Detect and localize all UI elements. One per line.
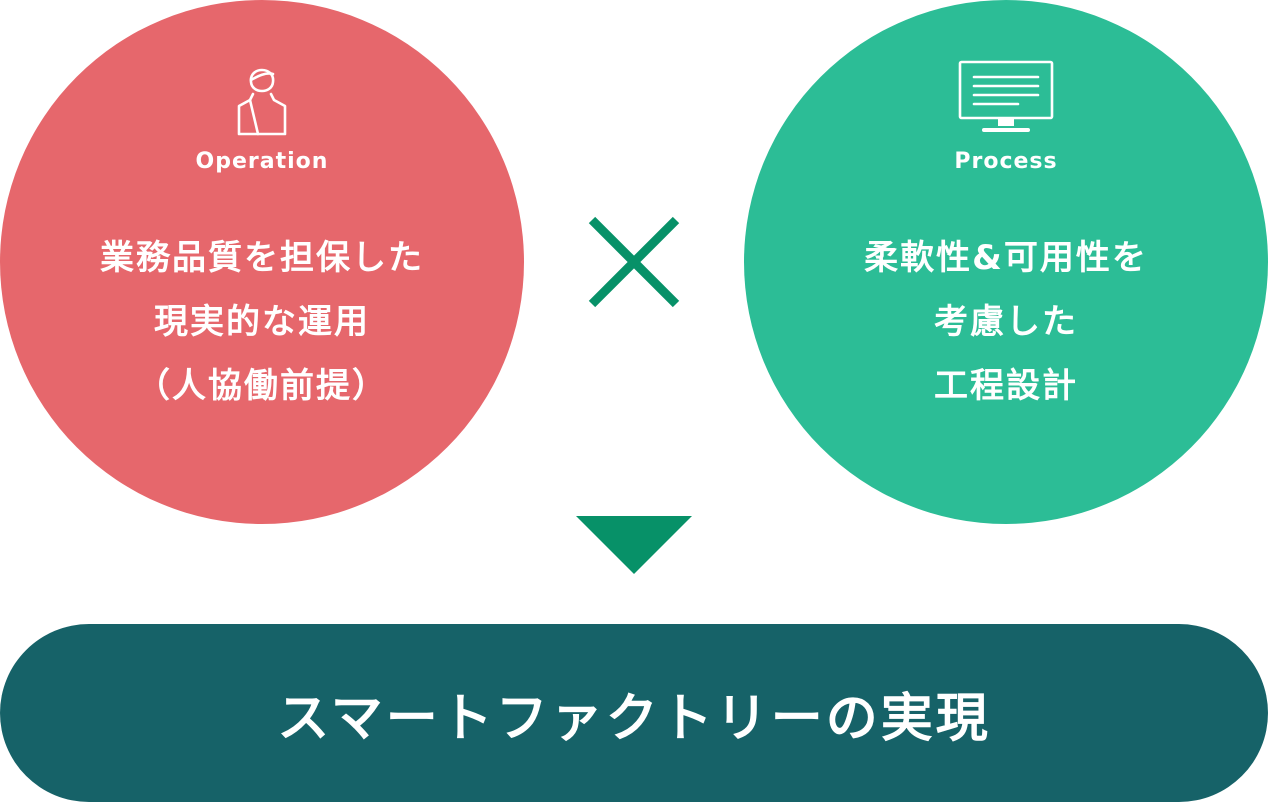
cross-icon <box>588 216 680 308</box>
person-icon <box>236 60 288 136</box>
process-circle: Process 柔軟性&可用性を 考慮した 工程設計 <box>744 0 1268 524</box>
process-label: Process <box>954 149 1058 174</box>
operation-line-1: 業務品質を担保した <box>100 238 424 278</box>
arrow-down-icon <box>576 516 692 574</box>
process-line-2: 考慮した <box>934 302 1078 342</box>
operation-description: 業務品質を担保した 現実的な運用 （人協働前提） <box>0 226 524 418</box>
operation-circle: Operation 業務品質を担保した 現実的な運用 （人協働前提） <box>0 0 524 524</box>
monitor-icon <box>958 60 1054 136</box>
operation-line-3: （人協働前提） <box>136 366 388 406</box>
operation-line-2: 現実的な運用 <box>154 302 370 342</box>
process-line-1: 柔軟性&可用性を <box>864 238 1148 278</box>
result-banner: スマートファクトリーの実現 <box>0 624 1268 802</box>
process-line-3: 工程設計 <box>934 366 1078 406</box>
process-description: 柔軟性&可用性を 考慮した 工程設計 <box>744 226 1268 418</box>
result-text: スマートファクトリーの実現 <box>277 688 991 749</box>
operation-label: Operation <box>195 149 329 174</box>
